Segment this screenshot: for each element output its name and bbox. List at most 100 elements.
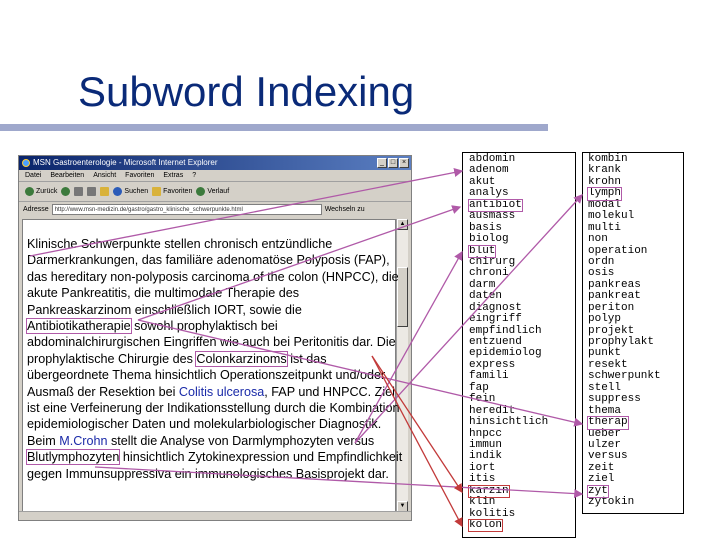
address-bar: Adresse http://www.msn-medizin.de/gastro… bbox=[19, 202, 411, 217]
subword-fein: fein bbox=[469, 393, 496, 406]
subword-multi: multi bbox=[588, 221, 622, 234]
subword-ulzer: ulzer bbox=[588, 438, 622, 451]
subword-punkt: punkt bbox=[588, 347, 622, 360]
subword-eingriff: eingriff bbox=[469, 313, 522, 326]
subword-resekt: resekt bbox=[588, 358, 628, 371]
subword-itis: itis bbox=[469, 473, 496, 486]
home-icon bbox=[100, 187, 110, 196]
history-button[interactable]: Verlauf bbox=[196, 187, 229, 196]
subword-schwerpunkt: schwerpunkt bbox=[588, 370, 661, 383]
subword-indik: indik bbox=[469, 450, 503, 463]
search-button[interactable]: Suchen bbox=[113, 187, 148, 196]
window-controls: _ □ × bbox=[377, 158, 409, 168]
highlight-colonkarzinoms: Colonkarzinoms bbox=[195, 350, 288, 367]
menu-item-bearbeiten[interactable]: Bearbeiten bbox=[50, 172, 85, 179]
back-label: Zurück bbox=[36, 188, 58, 195]
address-label: Adresse bbox=[23, 206, 49, 213]
favorites-star-icon bbox=[152, 187, 162, 196]
back-arrow-icon bbox=[25, 187, 34, 196]
subword-non: non bbox=[588, 233, 608, 246]
menu-item-extras[interactable]: Extras bbox=[163, 172, 184, 179]
subword-thema: thema bbox=[588, 404, 622, 417]
menu-item-ansicht[interactable]: Ansicht bbox=[93, 172, 117, 179]
highlight-antibiotikatherapie: Antibiotikatherapie bbox=[26, 318, 132, 335]
subword-biolog: biolog bbox=[469, 233, 509, 246]
subword-zyt: zyt bbox=[587, 484, 609, 499]
go-button[interactable]: Wechseln zu bbox=[324, 206, 365, 213]
search-label: Suchen bbox=[124, 188, 149, 195]
subword-versus: versus bbox=[588, 450, 628, 463]
subword-therap: therap bbox=[587, 416, 629, 430]
forward-arrow-icon bbox=[61, 187, 71, 196]
subword-ausmass: ausmass bbox=[469, 210, 516, 223]
subword-krank: krank bbox=[588, 164, 622, 177]
subword-kolitis: kolitis bbox=[469, 507, 516, 520]
subword-analys: analys bbox=[469, 187, 509, 200]
browser-toolbar: Zurück Suchen Favoriten Verlauf bbox=[19, 182, 411, 202]
link-colitis-ulcerosa[interactable]: Colitis ulcerosa bbox=[178, 384, 265, 399]
subword-osis: osis bbox=[588, 267, 615, 280]
stop-icon bbox=[74, 187, 84, 196]
refresh-button[interactable] bbox=[87, 187, 97, 196]
history-label: Verlauf bbox=[207, 188, 230, 195]
subword-modal: modal bbox=[588, 198, 622, 211]
subword-akut: akut bbox=[469, 175, 496, 188]
scroll-up-icon[interactable]: ▲ bbox=[397, 219, 408, 230]
refresh-icon bbox=[87, 187, 97, 196]
text-segment: stellt die Analyse von Darmlymphozyten v… bbox=[107, 433, 375, 448]
subword-adenom: adenom bbox=[469, 164, 509, 177]
subword-abdomin: abdomin bbox=[469, 153, 516, 165]
subword-pankreat: pankreat bbox=[588, 290, 641, 303]
back-button[interactable]: Zurück bbox=[25, 187, 57, 196]
window-title: MSN Gastroenterologie - Microsoft Intern… bbox=[33, 158, 218, 167]
text-segment: Klinische Schwerpunkte stellen chronisch… bbox=[27, 237, 399, 317]
subword-pankreas: pankreas bbox=[588, 278, 641, 291]
subword-prophylakt: prophylakt bbox=[588, 336, 655, 348]
subword-ueber: ueber bbox=[588, 427, 622, 440]
menu-item-favoriten[interactable]: Favoriten bbox=[125, 172, 155, 179]
highlight-blutlymphozyten: Blutlymphozyten bbox=[25, 449, 121, 466]
article-paragraph: Klinische Schwerpunkte stellen chronisch… bbox=[25, 236, 403, 482]
subword-suppress: suppress bbox=[588, 393, 641, 406]
ie-logo-icon bbox=[22, 159, 30, 167]
subword-kolon: kolon bbox=[467, 518, 504, 533]
subword-molekul: molekul bbox=[588, 210, 635, 223]
menu-item-help[interactable]: ? bbox=[192, 172, 197, 179]
search-icon bbox=[113, 187, 123, 196]
history-clock-icon bbox=[196, 187, 206, 196]
title-underline bbox=[0, 124, 548, 131]
subword-ordn: ordn bbox=[588, 255, 615, 268]
subword-zeit: zeit bbox=[588, 461, 615, 474]
subword-periton: periton bbox=[588, 301, 635, 314]
stop-button[interactable] bbox=[74, 187, 84, 196]
subword-hinsichtlich: hinsichtlich bbox=[469, 416, 549, 429]
subword-klin: klin bbox=[469, 496, 496, 509]
subword-polyp: polyp bbox=[588, 313, 622, 326]
forward-button[interactable] bbox=[61, 187, 71, 196]
subword-immun: immun bbox=[469, 438, 503, 451]
home-button[interactable] bbox=[100, 187, 110, 196]
browser-titlebar: MSN Gastroenterologie - Microsoft Intern… bbox=[19, 156, 411, 170]
subword-kombin: kombin bbox=[588, 153, 628, 165]
menu-bar: Datei Bearbeiten Ansicht Favoriten Extra… bbox=[19, 170, 411, 182]
maximize-button[interactable]: □ bbox=[388, 158, 398, 168]
slide-title: Subword Indexing bbox=[78, 68, 415, 115]
status-bar bbox=[19, 511, 411, 520]
favorites-label: Favoriten bbox=[163, 188, 193, 195]
subword-ziel: ziel bbox=[588, 473, 615, 486]
subword-projekt: projekt bbox=[588, 324, 635, 337]
address-input[interactable]: http://www.msn-medizin.de/gastro/gastro_… bbox=[51, 204, 322, 215]
subword-lymph: lymph bbox=[586, 187, 623, 201]
link-m-crohn[interactable]: M.Crohn bbox=[59, 433, 108, 448]
menu-item-datei[interactable]: Datei bbox=[25, 172, 42, 179]
subword-zytokin: zytokin bbox=[588, 496, 635, 509]
subword-operation: operation bbox=[588, 244, 648, 257]
favorites-button[interactable]: Favoriten bbox=[152, 187, 192, 196]
minimize-button[interactable]: _ bbox=[377, 158, 387, 168]
subword-daten: daten bbox=[469, 290, 503, 303]
subword-krohn: krohn bbox=[588, 175, 622, 188]
close-button[interactable]: × bbox=[399, 158, 409, 168]
subword-stell: stell bbox=[588, 381, 622, 394]
